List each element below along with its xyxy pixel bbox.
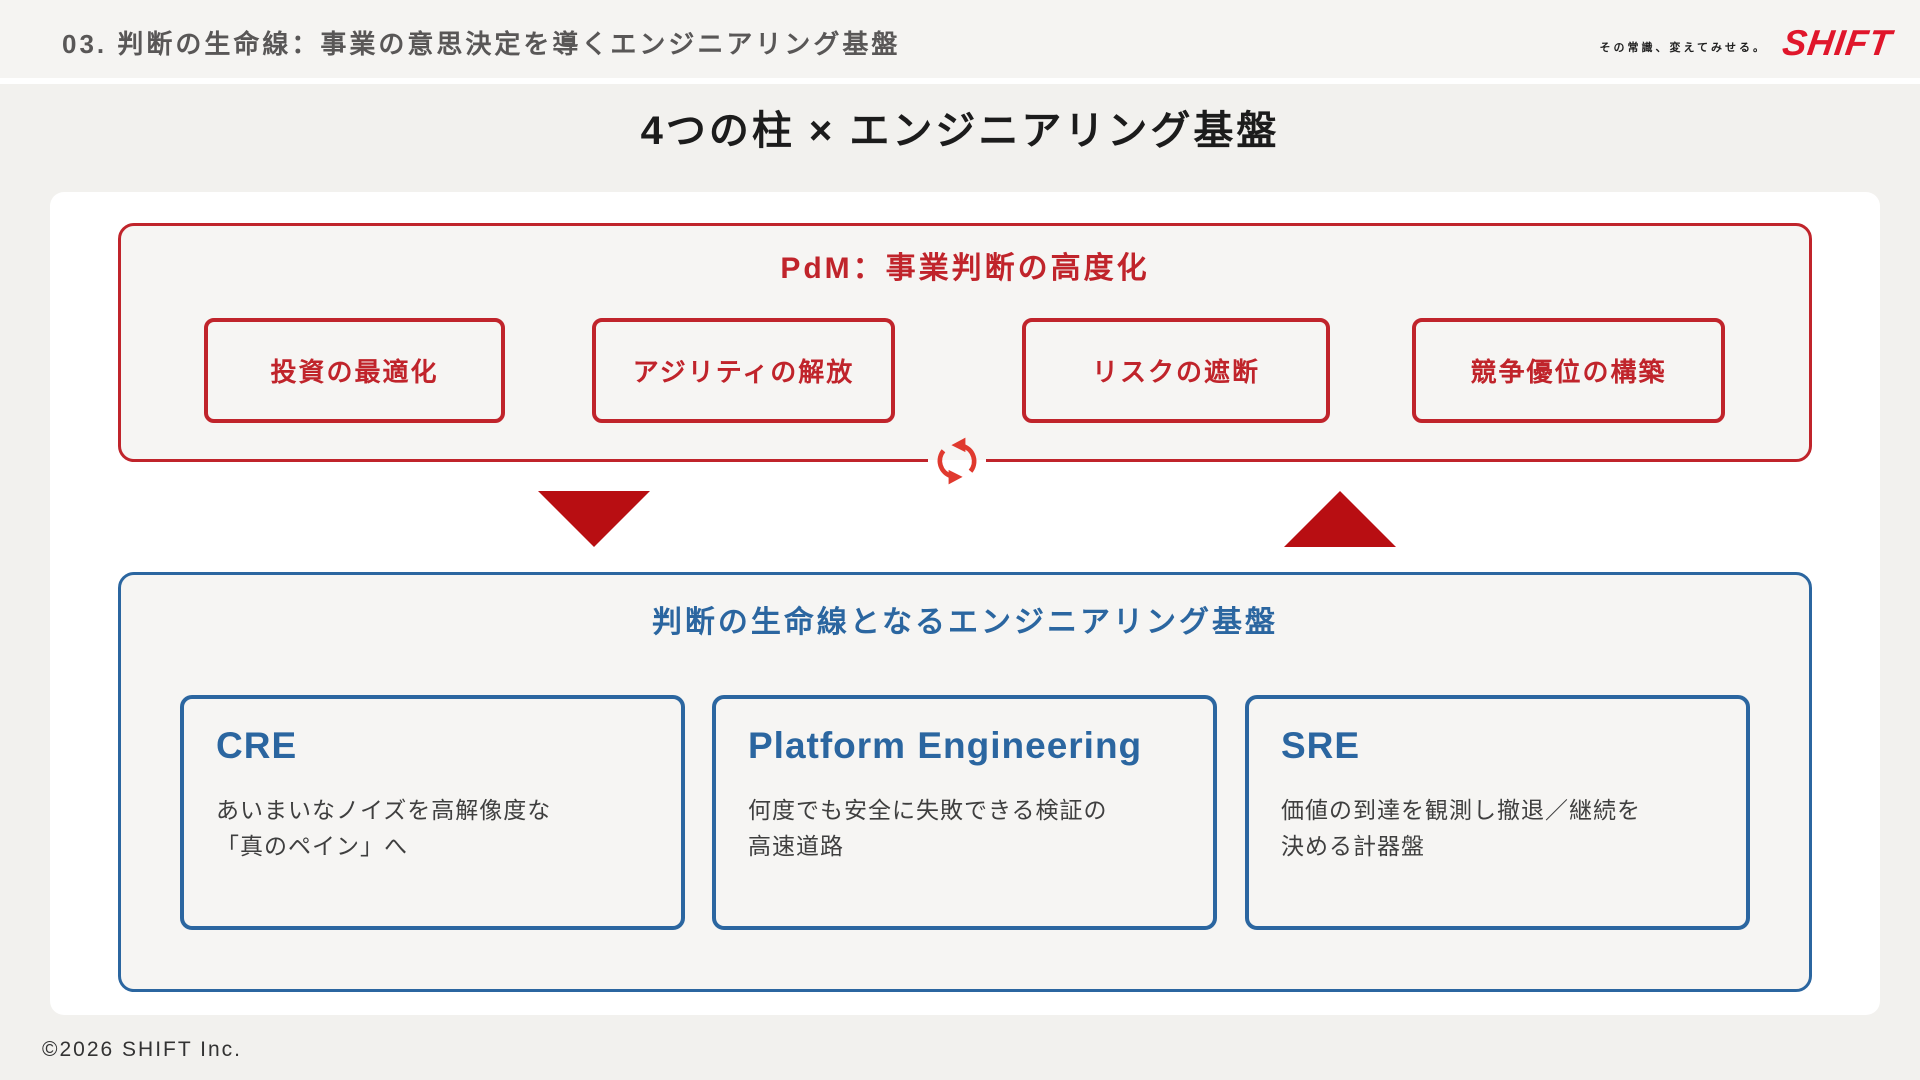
pillar-investment-optimization: 投資の最適化	[204, 318, 505, 423]
card-platform-engineering-title: Platform Engineering	[748, 725, 1143, 766]
pillar-risk-blocking: リスクの遮断	[1022, 318, 1330, 423]
pdm-section: PdM：事業判断の高度化 投資の最適化 アジリティの解放 リスクの遮断 競争優位…	[118, 223, 1812, 462]
card-cre-title: CRE	[216, 725, 298, 766]
header-title: 03. 判断の生命線：事業の意思決定を導くエンジニアリング基盤	[62, 28, 901, 59]
content-card: PdM：事業判断の高度化 投資の最適化 アジリティの解放 リスクの遮断 競争優位…	[50, 192, 1880, 1015]
shift-logo: SHIFT	[1780, 22, 1895, 63]
pillar-competitive-advantage: 競争優位の構築	[1412, 318, 1725, 423]
header-bar: 03. 判断の生命線：事業の意思決定を導くエンジニアリング基盤 その常識、変えて…	[0, 0, 1920, 84]
pdm-section-title: PdM：事業判断の高度化	[780, 252, 1150, 285]
arrow-down-icon	[538, 491, 650, 547]
card-cre-description: あいまいなノイズを高解像度な 「真のペイン」へ	[216, 797, 552, 859]
engineering-foundation-section: 判断の生命線となるエンジニアリング基盤 CRE あいまいなノイズを高解像度な 「…	[118, 572, 1812, 992]
arrow-up-icon	[1284, 491, 1396, 547]
copyright-text: ©2026 SHIFT Inc.	[42, 1038, 242, 1061]
brand-tagline: その常識、変えてみせる。	[1599, 42, 1767, 54]
card-platform-engineering: Platform Engineering 何度でも安全に失敗できる検証の 高速道…	[712, 695, 1217, 930]
cycle-refresh-icon	[928, 430, 986, 492]
card-platform-engineering-description: 何度でも安全に失敗できる検証の 高速道路	[748, 797, 1108, 859]
card-sre: SRE 価値の到達を観測し撤退／継続を 決める計器盤	[1245, 695, 1750, 930]
brand-area: その常識、変えてみせる。 SHIFT	[1599, 0, 1895, 84]
engineering-section-title: 判断の生命線となるエンジニアリング基盤	[651, 606, 1279, 639]
card-sre-title: SRE	[1281, 725, 1361, 766]
slide-title: 4つの柱 × エンジニアリング基盤	[640, 109, 1280, 153]
card-cre: CRE あいまいなノイズを高解像度な 「真のペイン」へ	[180, 695, 685, 930]
pillar-agility-release: アジリティの解放	[592, 318, 895, 423]
card-sre-description: 価値の到達を観測し撤退／継続を 決める計器盤	[1281, 797, 1641, 859]
